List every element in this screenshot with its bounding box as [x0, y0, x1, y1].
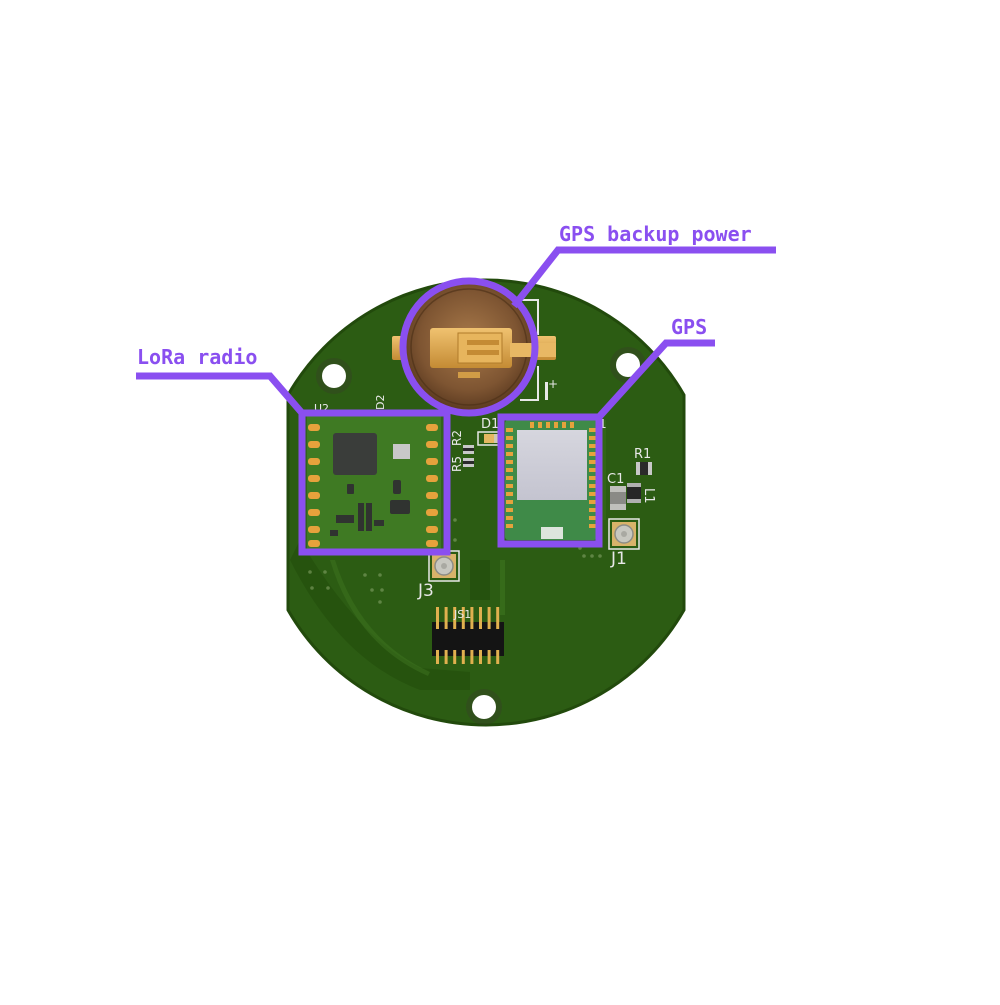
header-pin	[479, 607, 482, 629]
silk-plus: +	[548, 377, 558, 391]
header-pin	[487, 607, 491, 629]
lora-radio-label: LoRa radio	[137, 345, 258, 369]
silk-l1: L1	[641, 488, 656, 504]
silk-j1: J1	[610, 549, 627, 569]
lora-highlight-box	[298, 409, 451, 556]
silk-r5: R5	[450, 456, 464, 472]
lora-module	[305, 413, 443, 551]
silk-j3: J3	[417, 581, 434, 601]
header-pin	[436, 607, 439, 629]
callout-overlays	[136, 246, 776, 556]
header-pin	[444, 607, 448, 629]
coin-cell-holder	[392, 283, 556, 411]
gps-backup-leader-line	[511, 246, 776, 309]
ufl-connectors	[428, 518, 640, 582]
gps-backup-highlight-circle	[399, 277, 539, 417]
gps-label: GPS	[671, 315, 708, 339]
header-pin	[436, 650, 439, 664]
silk-u1: 1	[599, 417, 607, 431]
header-pin	[461, 607, 465, 629]
header-pin	[470, 650, 474, 664]
gps-backup-power-label: GPS backup power	[559, 222, 752, 246]
header-pin	[479, 650, 482, 664]
header-pin	[496, 650, 500, 664]
header-pin	[470, 607, 474, 629]
silk-r1: R1	[634, 447, 651, 462]
header-pin	[453, 650, 457, 664]
pin-header	[432, 607, 504, 664]
silk-js1: JS1	[453, 608, 471, 621]
header-pin	[496, 607, 500, 629]
header-pin	[453, 607, 457, 629]
mounting-holes	[316, 347, 646, 725]
silk-d1: D1	[481, 417, 499, 432]
gps-module	[505, 420, 597, 540]
header-pin	[461, 650, 465, 664]
pcb-outline	[286, 278, 686, 727]
silk-c1: C1	[607, 472, 624, 487]
lora-leader-line	[136, 372, 305, 416]
silk-d2: D2	[374, 395, 387, 410]
gps-highlight-box	[497, 413, 603, 548]
header-pin	[444, 650, 448, 664]
header-pin	[487, 650, 491, 664]
gps-leader-line	[596, 339, 715, 420]
small-components	[463, 431, 652, 510]
silk-r2: R2	[450, 430, 464, 446]
